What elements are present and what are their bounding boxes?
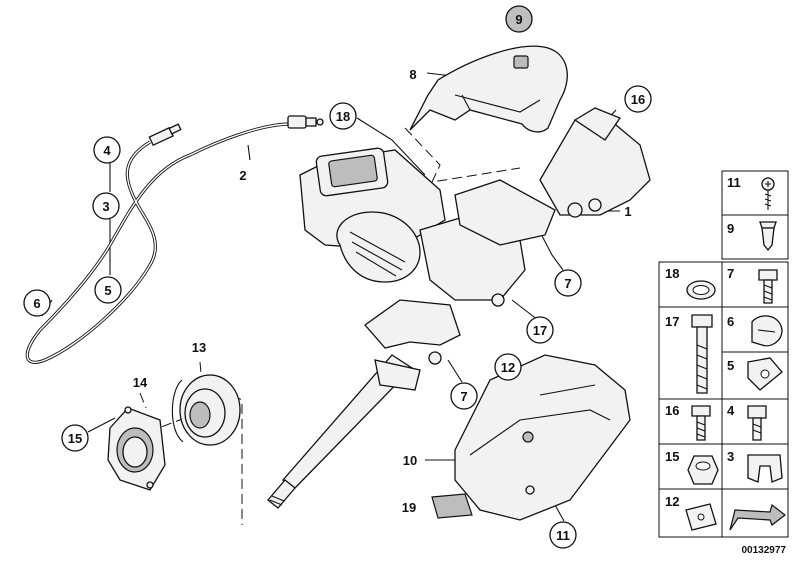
callout-12: 12 (494, 353, 522, 381)
grid-label-15: 15 (665, 449, 679, 464)
thumb-clip-9 (759, 221, 777, 252)
callout-7b: 7 (450, 382, 478, 410)
thumb-screw-11 (761, 177, 775, 210)
parts-grid: 11 9 18 7 17 6 5 16 4 15 3 12 (658, 170, 789, 538)
boot-flange (107, 406, 166, 491)
cable-assembly (25, 115, 324, 364)
callout-19-label: 19 (402, 500, 416, 515)
callouts: 9 8 18 16 4 2 3 1 5 7 6 17 13 12 14 7 15… (23, 5, 652, 549)
callout-2-label: 2 (239, 168, 246, 183)
grid-label-7: 7 (727, 266, 734, 281)
callout-4-label: 4 (103, 143, 111, 158)
callout-8: 8 (409, 67, 416, 82)
callout-3: 3 (92, 192, 120, 220)
thumb-bolt-4 (747, 405, 767, 441)
thumb-arrow (729, 503, 786, 531)
callout-16: 16 (624, 85, 652, 113)
thumb-bolt-16 (691, 405, 711, 441)
callout-4: 4 (93, 136, 121, 164)
callout-17-label: 17 (533, 323, 547, 338)
steering-column (267, 107, 651, 509)
callout-5: 5 (94, 276, 122, 304)
callout-5-label: 5 (104, 283, 111, 298)
grid-label-12: 12 (665, 494, 679, 509)
callout-18: 18 (329, 102, 357, 130)
steering-boot (171, 374, 241, 446)
callout-8-label: 8 (409, 67, 416, 82)
callout-14: 14 (133, 375, 148, 390)
callout-17: 17 (526, 316, 554, 344)
thumb-clamp-6 (751, 315, 783, 347)
callout-6-label: 6 (33, 296, 40, 311)
callout-13: 13 (192, 340, 206, 355)
callout-6: 6 (23, 289, 51, 317)
grid-label-17: 17 (665, 314, 679, 329)
thumb-nut-15 (687, 455, 719, 485)
callout-10-label: 10 (403, 453, 417, 468)
callout-7b-label: 7 (460, 389, 467, 404)
callout-7a-label: 7 (564, 276, 571, 291)
callout-13-label: 13 (192, 340, 206, 355)
thumb-bolt-17 (691, 314, 713, 394)
callout-3-label: 3 (102, 199, 109, 214)
grid-label-16: 16 (665, 403, 679, 418)
thumb-washer-18 (686, 280, 716, 300)
thumb-nut-5 (747, 357, 783, 391)
callout-2: 2 (239, 168, 246, 183)
grid-label-9: 9 (727, 221, 734, 236)
thumb-clamp-3 (747, 454, 783, 483)
thumb-bolt-7 (758, 269, 778, 304)
callout-1: 1 (624, 204, 631, 219)
callout-15: 15 (61, 424, 89, 452)
thumb-clip-12 (685, 503, 717, 531)
callout-11: 11 (549, 521, 577, 549)
grid-label-4: 4 (727, 403, 735, 418)
callout-9-label: 9 (515, 12, 522, 27)
callout-14-label: 14 (133, 375, 148, 390)
diagram-id: 00132977 (742, 545, 787, 556)
grid-label-5: 5 (727, 358, 734, 373)
callout-11-label: 11 (556, 528, 570, 543)
lower-trim-cover (454, 354, 631, 521)
grid-label-6: 6 (727, 314, 734, 329)
callout-7a: 7 (554, 269, 582, 297)
pad (431, 493, 473, 519)
callout-12-label: 12 (501, 360, 515, 375)
callout-16-label: 16 (631, 92, 645, 107)
grid-label-3: 3 (727, 449, 734, 464)
callout-18-label: 18 (336, 109, 350, 124)
callout-10: 10 (403, 453, 417, 468)
callout-1-label: 1 (624, 204, 631, 219)
callout-9: 9 (505, 5, 533, 33)
grid-label-11: 11 (727, 175, 741, 190)
callout-19: 19 (402, 500, 416, 515)
grid-label-18: 18 (665, 266, 679, 281)
callout-15-label: 15 (68, 431, 82, 446)
upper-trim-cover (409, 45, 568, 133)
